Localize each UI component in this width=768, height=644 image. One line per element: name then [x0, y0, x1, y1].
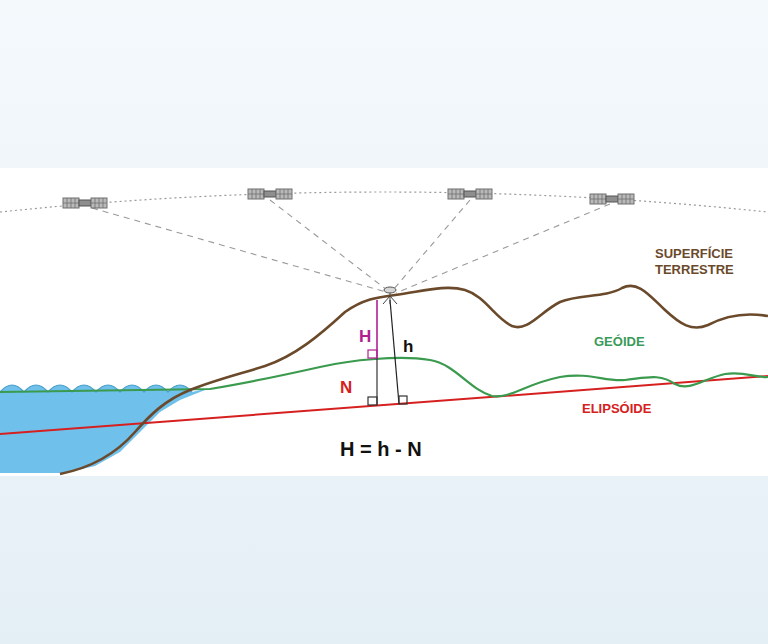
- ellipsoid-line: [0, 376, 768, 434]
- satellite: [448, 189, 492, 199]
- right-angle-mark: [399, 396, 407, 404]
- sea: [0, 385, 210, 473]
- satellite: [63, 198, 107, 208]
- terrain-line: [60, 286, 768, 474]
- geoid-line: [0, 358, 768, 396]
- satellite: [590, 194, 634, 204]
- ellipsoidal-height-line: [390, 300, 399, 404]
- right-angle-mark: [368, 350, 377, 358]
- gnss-receiver: [383, 287, 397, 304]
- height-symbol: h: [403, 336, 413, 357]
- orthometric-height-line: [376, 300, 378, 358]
- orbit-arc: [0, 192, 768, 212]
- satellite: [248, 189, 292, 199]
- height-symbol: N: [340, 377, 352, 398]
- height-symbol: H: [359, 326, 371, 347]
- formula: H = h - N: [340, 437, 422, 462]
- geoid-label: GEÓIDE: [594, 334, 645, 350]
- right-angle-mark: [368, 397, 377, 405]
- surface-label: SUPERFÍCIE TERRESTRE: [655, 246, 763, 279]
- diagram-ground: [0, 168, 768, 476]
- signal-lines: [92, 200, 610, 293]
- ellipsoid-label: ELIPSÓIDE: [582, 401, 651, 417]
